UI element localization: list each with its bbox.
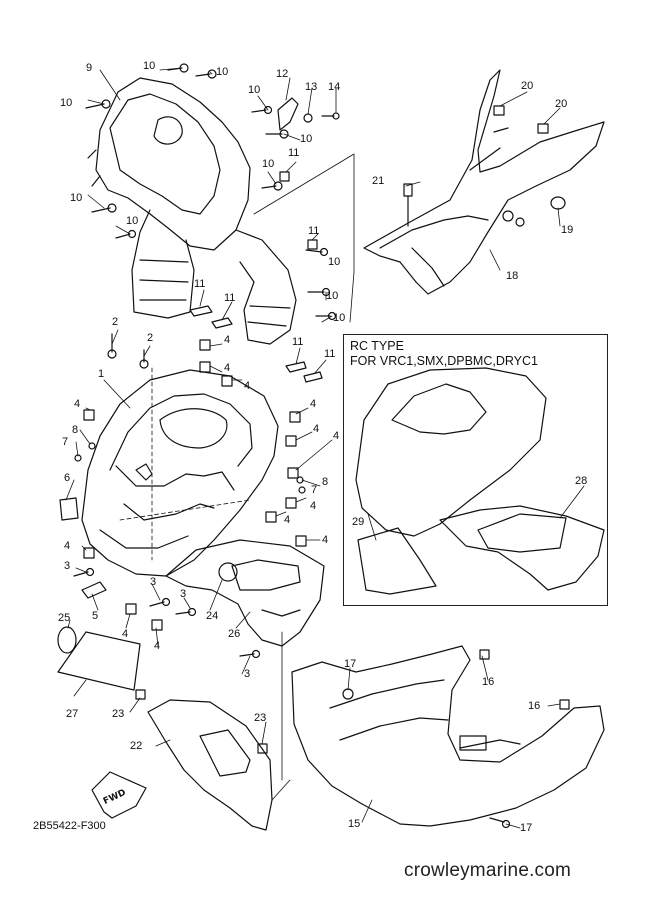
callout-4: 4 — [284, 514, 291, 526]
callout-10: 10 — [262, 158, 275, 170]
rc-type-cover — [355, 367, 605, 595]
callout-4: 4 — [64, 540, 71, 552]
callout-4: 4 — [224, 362, 231, 374]
callout-1: 1 — [98, 368, 105, 380]
callout-2: 2 — [147, 332, 154, 344]
rc-type-inset: RC TYPE FOR VRC1,SMX,DPBMC,DRYC1 — [343, 334, 608, 606]
callout-11: 11 — [308, 225, 320, 237]
callout-10: 10 — [70, 192, 83, 204]
callout-7: 7 — [311, 484, 318, 496]
front-cover — [81, 369, 279, 577]
callout-11: 11 — [194, 278, 206, 290]
callout-4: 4 — [322, 534, 329, 546]
grommets-7-8 — [74, 442, 306, 494]
callout-24: 24 — [206, 610, 219, 622]
callout-4: 4 — [333, 430, 340, 442]
callout-20: 20 — [555, 98, 568, 110]
callout-10: 10 — [333, 312, 346, 324]
callout-10: 10 — [328, 256, 341, 268]
callout-23: 23 — [254, 712, 267, 724]
callout-16: 16 — [528, 700, 541, 712]
callout-7: 7 — [62, 436, 69, 448]
rear-cover — [363, 69, 605, 295]
callout-3: 3 — [64, 560, 71, 572]
nut-set-4 — [83, 339, 307, 631]
callout-8: 8 — [72, 424, 79, 436]
rc-type-title-line2: FOR VRC1,SMX,DPBMC,DRYC1 — [350, 354, 538, 368]
leader-lines — [65, 67, 585, 829]
callout-11: 11 — [324, 348, 336, 360]
floor-board — [291, 645, 605, 829]
callout-21: 21 — [372, 175, 385, 187]
callout-4: 4 — [154, 640, 161, 652]
callout-13: 13 — [305, 81, 318, 93]
callout-9: 9 — [86, 62, 93, 74]
callout-25: 25 — [58, 612, 71, 624]
callout-29: 29 — [352, 516, 365, 528]
callout-4: 4 — [313, 423, 320, 435]
clips-20-19-21 — [403, 105, 566, 227]
callout-3: 3 — [244, 668, 251, 680]
callout-18: 18 — [506, 270, 519, 282]
callout-4: 4 — [310, 398, 317, 410]
callout-10: 10 — [216, 66, 229, 78]
callout-17: 17 — [344, 658, 357, 670]
inner-panel-upper — [87, 77, 297, 345]
callout-11: 11 — [292, 336, 304, 348]
callout-23: 23 — [112, 708, 125, 720]
bracket-12-13-14 — [277, 97, 340, 131]
callout-16: 16 — [482, 676, 495, 688]
callout-20: 20 — [521, 80, 534, 92]
callout-28: 28 — [575, 475, 588, 487]
callout-4: 4 — [224, 334, 231, 346]
small-parts-5-6-25-27 — [57, 497, 141, 691]
callout-11: 11 — [288, 147, 300, 159]
callout-15: 15 — [348, 818, 361, 830]
callout-10: 10 — [143, 60, 156, 72]
callout-12: 12 — [276, 68, 289, 80]
callout-19: 19 — [561, 224, 574, 236]
screw-set-3-2 — [73, 333, 261, 659]
callout-4: 4 — [244, 380, 251, 392]
callout-11: 11 — [224, 292, 236, 304]
callout-27: 27 — [66, 708, 79, 720]
callout-2: 2 — [112, 316, 119, 328]
callout-10: 10 — [126, 215, 139, 227]
callout-10: 10 — [326, 290, 339, 302]
callout-3: 3 — [150, 576, 157, 588]
callout-26: 26 — [228, 628, 241, 640]
callout-14: 14 — [328, 81, 341, 93]
callout-22: 22 — [130, 740, 143, 752]
callout-3: 3 — [180, 588, 187, 600]
callout-4: 4 — [74, 398, 81, 410]
rc-type-title-line1: RC TYPE — [350, 339, 404, 353]
side-panel — [135, 689, 273, 831]
fwd-label: FWD — [102, 788, 128, 807]
screw-set-10 — [85, 63, 337, 321]
lower-front-panel — [165, 539, 325, 647]
fwd-arrow-icon: FWD — [91, 771, 147, 819]
website-watermark: crowleymarine.com — [404, 860, 572, 881]
drawing-code: 2B55422-F300 — [33, 820, 106, 832]
callout-4: 4 — [310, 500, 317, 512]
callout-10: 10 — [300, 133, 313, 145]
callout-8: 8 — [322, 476, 329, 488]
rc-type-title: RC TYPE FOR VRC1,SMX,DPBMC,DRYC1 — [350, 339, 538, 369]
callout-5: 5 — [92, 610, 99, 622]
callout-17: 17 — [520, 822, 533, 834]
callout-6: 6 — [64, 472, 71, 484]
callout-10: 10 — [60, 97, 73, 109]
callout-10: 10 — [248, 84, 261, 96]
callout-4: 4 — [122, 628, 129, 640]
